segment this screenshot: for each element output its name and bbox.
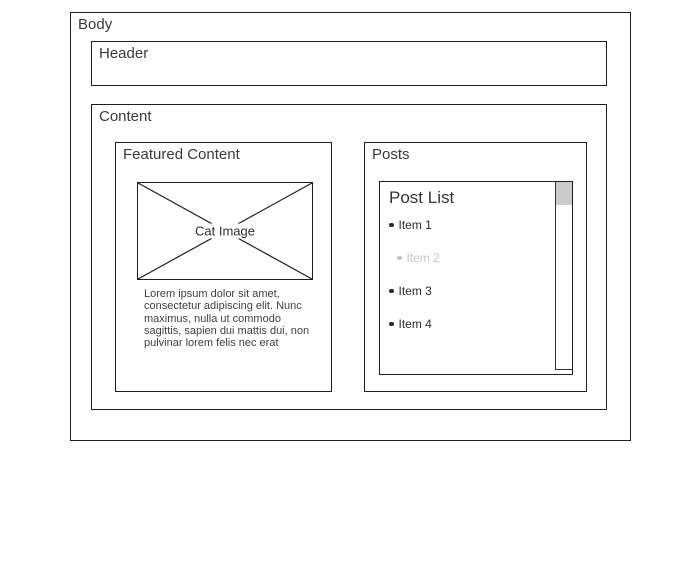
featured-content-panel[interactable]: Featured Content Cat Image Lorem ipsum d…: [115, 142, 332, 392]
scrollbar[interactable]: [555, 182, 572, 370]
posts-title: Posts: [372, 146, 410, 163]
post-list-box[interactable]: Post List Item 1 Item 2 Item 3: [379, 181, 573, 375]
header-label: Header: [99, 45, 149, 62]
bullet-icon: [397, 255, 402, 261]
bullet-icon: [389, 288, 394, 294]
bullet-icon: [389, 321, 394, 327]
content-label: Content: [99, 108, 152, 125]
featured-content-title: Featured Content: [123, 146, 240, 163]
list-item[interactable]: Item 2: [397, 251, 550, 265]
list-item-label: Item 3: [398, 284, 432, 298]
body-container[interactable]: Body Header Content Featured Content Cat…: [70, 12, 631, 441]
header-container[interactable]: Header: [91, 41, 607, 86]
scrollbar-thumb[interactable]: [556, 182, 572, 205]
list-item[interactable]: Item 4: [389, 317, 550, 331]
content-container[interactable]: Content Featured Content Cat Image Lorem…: [91, 104, 607, 410]
list-item-label: Item 1: [398, 218, 432, 232]
list-item[interactable]: Item 3: [389, 284, 550, 298]
post-list-title: Post List: [389, 188, 455, 207]
image-placeholder-label: Cat Image: [191, 223, 259, 239]
post-list: Item 1 Item 2 Item 3 Item 4: [389, 218, 550, 350]
body-label: Body: [78, 16, 113, 33]
cat-image-placeholder[interactable]: Cat Image: [137, 182, 313, 280]
list-item[interactable]: Item 1: [389, 218, 550, 232]
posts-panel[interactable]: Posts Post List Item 1 Item 2 Item 3: [364, 142, 587, 392]
list-item-label: Item 4: [398, 317, 432, 331]
featured-description: Lorem ipsum dolor sit amet, consectetur …: [144, 288, 310, 350]
list-item-label: Item 2: [406, 251, 440, 265]
bullet-icon: [389, 222, 394, 228]
